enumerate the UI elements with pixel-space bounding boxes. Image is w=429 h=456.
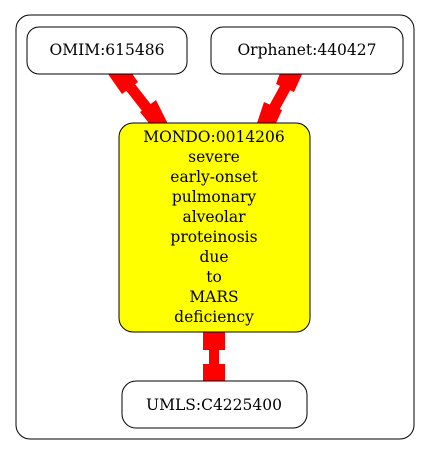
node-mondo-line-4: pulmonary <box>172 188 257 206</box>
node-mondo-line-1: MONDO:0014206 <box>143 128 285 146</box>
node-orphanet-label: Orphanet:440427 <box>237 41 376 59</box>
node-mondo-line-8: to <box>206 268 222 286</box>
node-mondo-line-6: proteinosis <box>170 228 257 246</box>
node-mondo-line-2: severe <box>188 148 240 166</box>
node-omim[interactable]: OMIM:615486 <box>26 26 188 75</box>
node-umls-label: UMLS:C4225400 <box>146 396 282 414</box>
node-mondo-line-3: early-onset <box>170 168 258 186</box>
node-mondo-line-5: alveolar <box>182 208 246 226</box>
node-mondo-line-9: MARS <box>189 288 238 306</box>
node-mondo-line-10: deficiency <box>174 308 254 326</box>
node-mondo[interactable]: MONDO:0014206 severe early-onset pulmona… <box>118 122 311 333</box>
node-omim-label: OMIM:615486 <box>50 41 165 59</box>
node-mondo-line-7: due <box>199 248 228 266</box>
node-orphanet[interactable]: Orphanet:440427 <box>210 26 404 75</box>
node-umls[interactable]: UMLS:C4225400 <box>121 380 308 429</box>
